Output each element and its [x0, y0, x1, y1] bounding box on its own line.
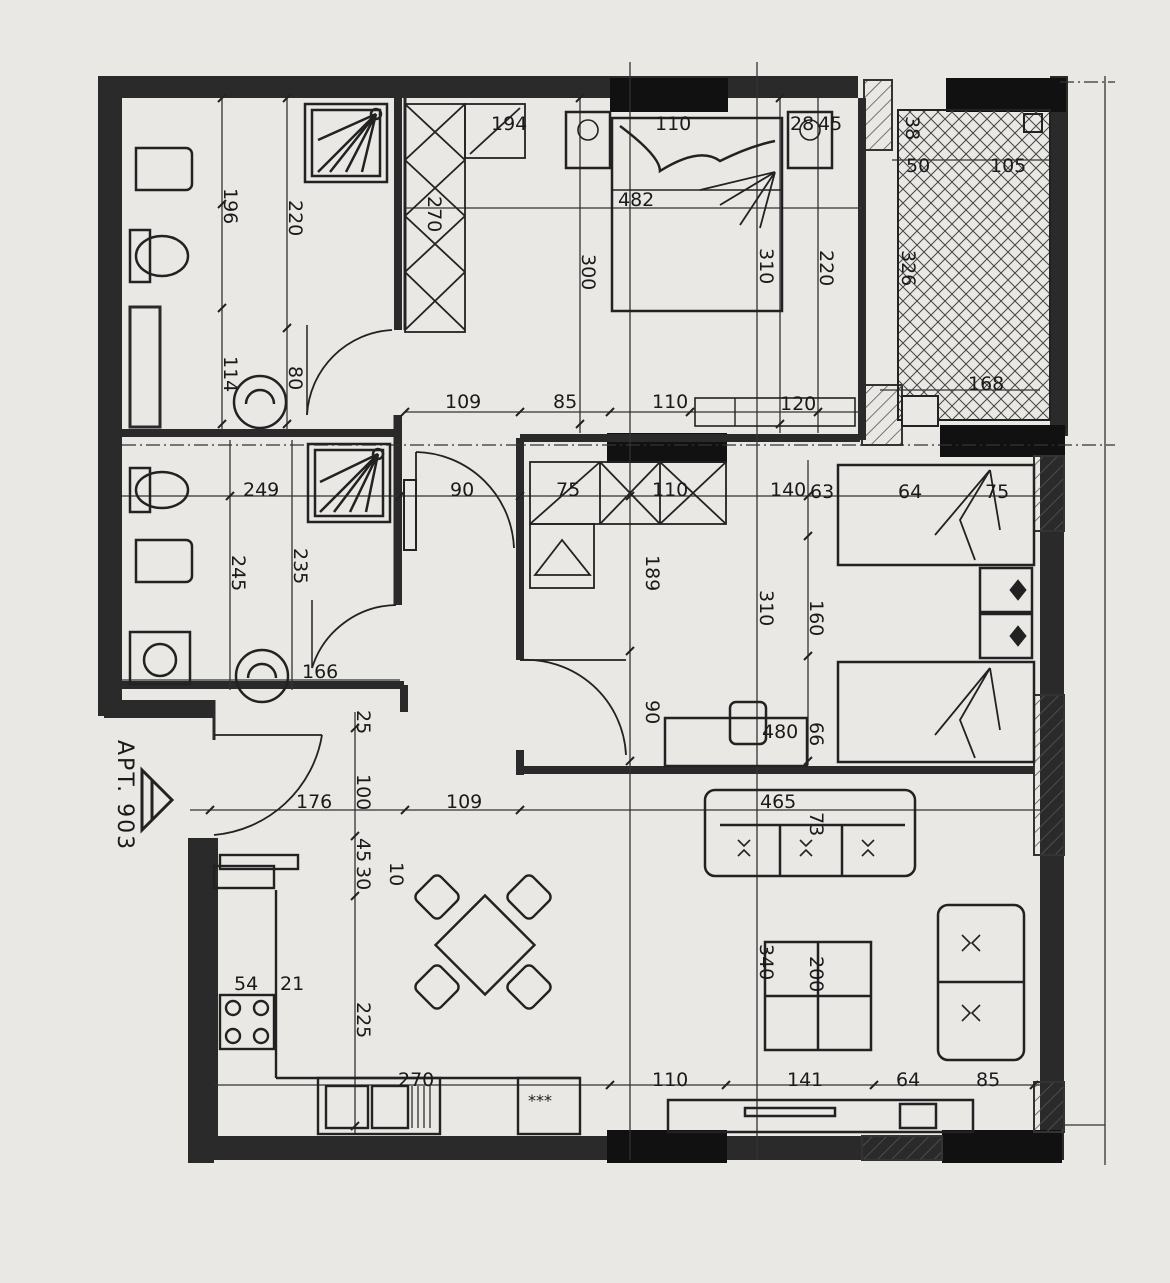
dim-label: 50 [906, 155, 930, 177]
dim-label: 168 [968, 373, 1004, 395]
dim-label: 196 [219, 188, 241, 224]
dim-label: 90 [450, 479, 474, 501]
dim-label: 90 [641, 700, 663, 724]
dim-label: 10 [385, 862, 407, 886]
dim-label: 30 [352, 866, 374, 890]
dim-label: 28 [790, 113, 814, 135]
dim-label: 310 [755, 590, 777, 626]
bedroom-1 [564, 110, 856, 427]
dim-label: 220 [284, 200, 306, 236]
closet-1 [404, 103, 526, 333]
dim-label: 45 [818, 113, 842, 135]
apartment-entrance-marker [140, 766, 175, 834]
dining-set [414, 874, 552, 1010]
dim-label: 160 [805, 600, 827, 636]
dim-label: 120 [780, 393, 816, 415]
dim-label: 225 [352, 1002, 374, 1038]
closet-2 [529, 461, 727, 589]
dim-label: 64 [896, 1069, 920, 1091]
stove-marks: *** [528, 1091, 552, 1110]
dim-label: 45 [352, 838, 374, 862]
dim-label: 141 [787, 1069, 823, 1091]
dim-label: 140 [770, 479, 806, 501]
dim-label: 66 [805, 722, 827, 746]
interior-walls [122, 98, 1034, 1160]
dim-label: 21 [280, 973, 304, 995]
dim-label: 105 [990, 155, 1026, 177]
hall-doors [213, 451, 627, 836]
dim-label: 110 [652, 479, 688, 501]
dim-label: 249 [243, 479, 279, 501]
column-hatches [861, 79, 1065, 1161]
dim-label: 80 [284, 366, 306, 390]
dim-label: 64 [898, 481, 922, 503]
kitchen [212, 853, 582, 1136]
dim-label: 85 [976, 1069, 1000, 1091]
dim-label: 166 [302, 661, 338, 683]
dim-label: 100 [352, 774, 374, 810]
dim-label: 340 [755, 944, 777, 980]
apartment-label: APT. 903 [112, 740, 137, 851]
dim-label: 110 [652, 391, 688, 413]
dim-label: 465 [760, 791, 796, 813]
balcony [897, 109, 1051, 427]
dim-label: 73 [805, 812, 827, 836]
dim-label: 245 [227, 555, 249, 591]
dim-label: 200 [805, 956, 827, 992]
dimension-ticks [205, 93, 1039, 1131]
dim-label: 326 [897, 250, 919, 286]
dim-label: 270 [423, 196, 445, 232]
dim-label: 75 [985, 481, 1009, 503]
dim-label: 482 [618, 189, 654, 211]
dimension-labels: 196 220 114 80 194 270 110 28 45 482 300… [219, 113, 1026, 1110]
dim-label: 235 [289, 548, 311, 584]
dim-label: 189 [641, 555, 663, 591]
dim-label: 114 [219, 356, 241, 392]
dim-label: 220 [815, 250, 837, 286]
dim-label: 109 [445, 391, 481, 413]
dim-label: 176 [296, 791, 332, 813]
dim-label: 63 [810, 481, 834, 503]
dim-label: 110 [652, 1069, 688, 1091]
dim-label: 270 [398, 1069, 434, 1091]
dim-label: 85 [553, 391, 577, 413]
dim-label: 300 [577, 254, 599, 290]
dim-label: 54 [234, 973, 258, 995]
dim-label: 480 [762, 721, 798, 743]
dim-label: 310 [755, 248, 777, 284]
dim-label: 110 [655, 113, 691, 135]
living-room [666, 788, 1026, 1134]
dim-label: 194 [491, 113, 527, 135]
bathroom-2 [128, 442, 417, 704]
dim-label: 38 [901, 116, 923, 140]
dim-label: 25 [352, 710, 374, 734]
dim-label: 75 [556, 479, 580, 501]
dim-label: 109 [446, 791, 482, 813]
bedroom-2 [663, 463, 1036, 768]
bathroom-1 [128, 102, 393, 430]
